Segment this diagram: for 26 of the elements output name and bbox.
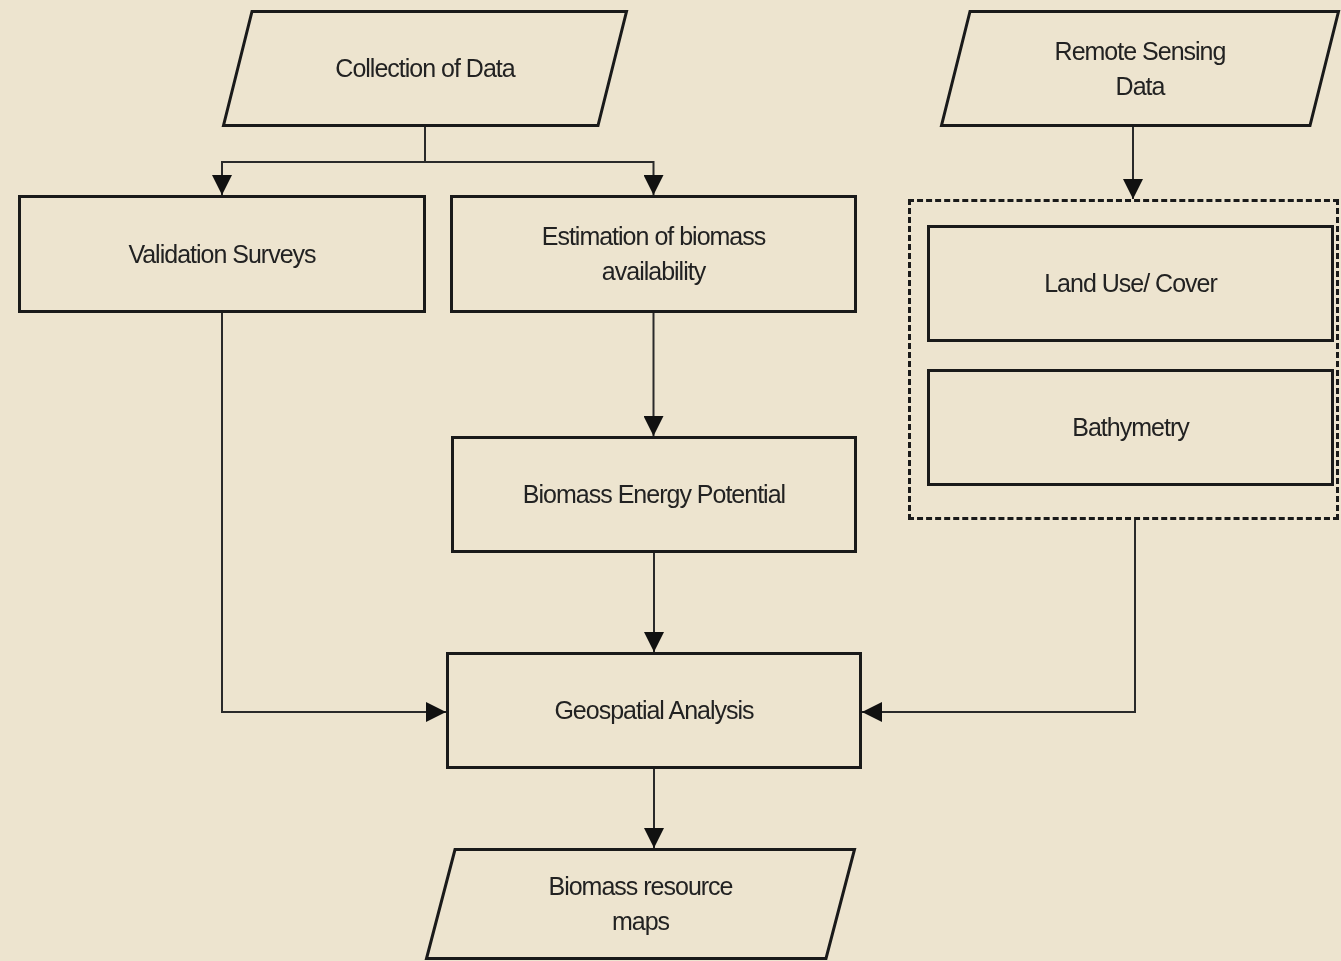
arrow — [643, 312, 664, 437]
node-label: Biomass resource maps — [547, 871, 734, 937]
process-box — [927, 225, 1334, 342]
node-label: Land Use/ Cover — [1043, 268, 1219, 299]
data-parallelogram — [940, 10, 1340, 127]
arrow — [644, 768, 664, 849]
arrow — [1123, 126, 1143, 200]
arrow — [644, 552, 664, 653]
arrow — [424, 126, 664, 196]
process-box — [927, 369, 1334, 486]
arrow — [221, 312, 447, 722]
data-parallelogram — [222, 10, 628, 127]
node-label: Validation Surveys — [127, 238, 317, 270]
dashed-group-box — [908, 199, 1339, 520]
node-label: Estimation of biomass availability — [540, 221, 767, 287]
node-label: Biomass Energy Potential — [521, 479, 787, 510]
process-box — [450, 195, 857, 313]
node-label: Geospatial Analysis — [553, 695, 755, 726]
process-box — [451, 436, 857, 553]
process-box — [446, 652, 862, 769]
node-label: Bathymetry — [1071, 412, 1191, 443]
data-parallelogram — [425, 848, 856, 960]
process-box — [18, 195, 426, 313]
node-label: Collection of Data — [334, 53, 517, 84]
arrow — [861, 519, 1136, 722]
node-label: Remote Sensing Data — [1053, 35, 1227, 102]
